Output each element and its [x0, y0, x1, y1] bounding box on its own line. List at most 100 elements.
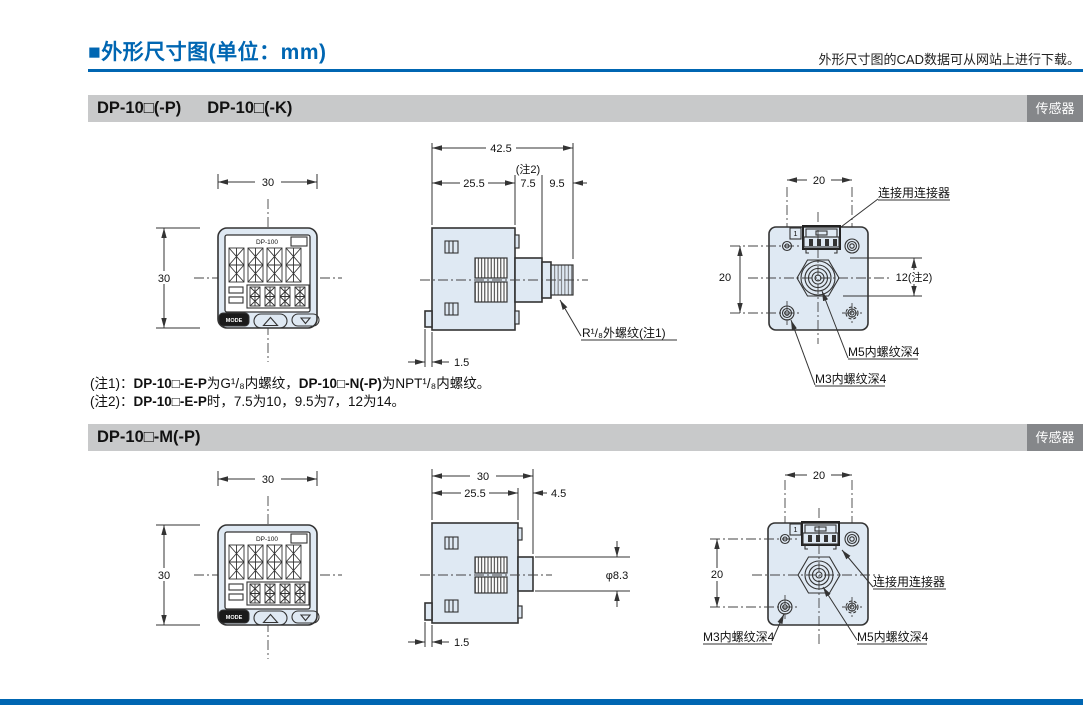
section2-models: DP-10□-M(-P): [97, 424, 226, 451]
mode-button: MODE: [218, 609, 250, 624]
connector-label: 连接用连接器: [878, 185, 950, 200]
front-view-drawing-1: 30 30 DP-100 MODE: [152, 174, 342, 362]
back1-hole-pitch-v: 20: [719, 272, 731, 284]
mounting-hole-tr: [844, 238, 860, 254]
mounting-hole-tl: [779, 533, 791, 545]
section1-models: DP-10□(-P) DP-10□(-K): [97, 95, 318, 122]
side1-bottom-dim: 1.5: [454, 357, 469, 369]
m5-thread-callout: M5内螺纹深4: [821, 290, 920, 360]
connector: 1: [789, 225, 841, 254]
front1-height-dim: 30: [158, 273, 170, 285]
back1-hole-pitch-h: 20: [813, 175, 825, 187]
title-square-marker: ■: [88, 41, 102, 64]
front2-width-dim: 30: [262, 474, 274, 486]
up-arrow-button: [253, 610, 288, 626]
m3-thread-callout: M3内螺纹深4: [790, 319, 887, 387]
cad-download-note: 外形尺寸图的CAD数据可从网站上进行下载。: [818, 52, 1080, 67]
indicator-window: [290, 236, 308, 247]
side1-thread-dim: 9.5: [549, 178, 564, 190]
vent-slot: [444, 240, 459, 254]
sensor-front-body-1: DP-100 MODE: [217, 227, 320, 329]
side2-total-dim: 30: [477, 471, 489, 483]
side-view-drawing-2: 30 25.5 4.5 φ8.3 1.5: [408, 469, 630, 649]
up-arrow-button: [253, 313, 288, 329]
pressure-port-back: [796, 259, 840, 297]
pressure-port-back: [797, 556, 841, 594]
page-footer-rule: [0, 699, 1083, 705]
svg-text:MODE: MODE: [226, 615, 243, 621]
down-arrow-button: [291, 610, 320, 624]
thread-type-label: R¹/₈外螺纹(注1): [582, 325, 666, 340]
vent-slot: [444, 302, 459, 316]
model-label-m: DP-10□-M(-P): [97, 428, 201, 446]
mounting-hole-br: [842, 303, 862, 323]
sensor-side-body-1: [424, 227, 574, 331]
sensor-badge-2: 传感器: [1027, 424, 1083, 451]
side1-body-dim: 25.5: [463, 178, 484, 190]
m3-thread-callout: M3内螺纹深4: [703, 613, 785, 645]
side1-total-dim: 42.5: [490, 143, 511, 155]
front-key-bump: [424, 602, 433, 621]
device-model-label: DP-100: [256, 536, 278, 543]
side2-step-dim: 4.5: [551, 488, 566, 500]
connector-label: 连接用连接器: [873, 574, 945, 589]
footnotes: (注1)：DP-10□-E-P为G¹/₈内螺纹，DP-10□-N(-P)为NPT…: [90, 375, 490, 411]
sensor-front-body-2: DP-100 MODE: [217, 524, 320, 626]
m5-thread-label: M5内螺纹深4: [848, 345, 920, 359]
mode-button: MODE: [218, 312, 250, 327]
side-view-drawing-1: 42.5 (注2) 25.5 7.5 9.5 R¹/₈外螺纹(注1): [408, 141, 677, 369]
mounting-hole-bl: [779, 301, 795, 325]
heat-sink-fins: [474, 556, 508, 574]
m3-thread-label: M3内螺纹深4: [815, 372, 887, 386]
m5-thread-label: M5内螺纹深4: [857, 630, 929, 644]
sensor-badge: 传感器: [1027, 95, 1083, 122]
heat-sink-fins: [474, 281, 508, 303]
section2-header-bar: DP-10□-M(-P) 传感器: [88, 424, 1083, 451]
mounting-hole-bl: [777, 595, 793, 619]
front-key-bump: [424, 310, 433, 328]
thread-type-callout: R¹/₈外螺纹(注1): [559, 299, 677, 341]
footnote-2: (注2)：DP-10□-E-P时，7.5为10，9.5为7，12为14。: [90, 394, 406, 409]
footnote-1: (注1)：DP-10□-E-P为G¹/₈内螺纹，DP-10□-N(-P)为NPT…: [90, 376, 491, 391]
connector-callout: 连接用连接器: [836, 185, 950, 231]
title-row: ■外形尺寸图(单位：mm) 外形尺寸图的CAD数据可从网站上进行下载。: [88, 36, 1083, 68]
device-model-label: DP-100: [256, 239, 278, 246]
vent-slot: [444, 536, 459, 550]
side2-port-dia-dim: φ8.3: [606, 570, 628, 582]
pin1-marker: 1: [793, 525, 797, 534]
side1-step-dim: 7.5: [520, 178, 535, 190]
sensor-side-body-2: [424, 522, 534, 624]
pin1-marker: 1: [793, 229, 797, 238]
side2-bottom-dim: 1.5: [454, 637, 469, 649]
side1-note-ref: (注2): [516, 162, 540, 176]
title-underline-rule: [88, 69, 1083, 72]
model-label-a: DP-10□(-P): [97, 99, 182, 117]
mounting-hole-tr: [844, 531, 860, 547]
back-view-drawing-1: 20 连接用连接器 20 1: [713, 173, 950, 387]
svg-text:MODE: MODE: [226, 318, 243, 324]
m5-thread-callout: M5内螺纹深4: [822, 586, 929, 645]
mounting-hole-tl: [781, 240, 793, 252]
back2-hole-pitch-v: 20: [711, 569, 723, 581]
front-view-drawing-2: 30 30 DP-100 MODE: [152, 471, 342, 659]
vent-slot: [444, 599, 459, 613]
down-arrow-button: [291, 313, 320, 327]
section1-header-bar: DP-10□(-P) DP-10□(-K) 传感器: [88, 95, 1083, 122]
connector-callout: 连接用连接器: [841, 549, 946, 590]
back2-hole-pitch-h: 20: [813, 470, 825, 482]
pressure-port-stub: [517, 556, 534, 592]
page-title-text: 外形尺寸图(单位：mm): [101, 41, 327, 64]
model-label-b: DP-10□(-K): [207, 99, 293, 117]
back-view-drawing-2: 20 20 1 连接用连接器 M3内螺纹深: [703, 468, 946, 645]
indicator-window: [290, 533, 308, 544]
connector: 1: [789, 521, 840, 550]
front2-height-dim: 30: [158, 570, 170, 582]
mounting-hole-br: [842, 597, 862, 617]
m3-thread-label: M3内螺纹深4: [703, 630, 775, 644]
heat-sink-fins: [474, 576, 508, 594]
page-title: ■外形尺寸图(单位：mm): [88, 36, 327, 66]
back1-port-offset-dim: 12(注2): [896, 270, 933, 284]
side2-body-dim: 25.5: [464, 488, 485, 500]
front1-width-dim: 30: [262, 177, 274, 189]
